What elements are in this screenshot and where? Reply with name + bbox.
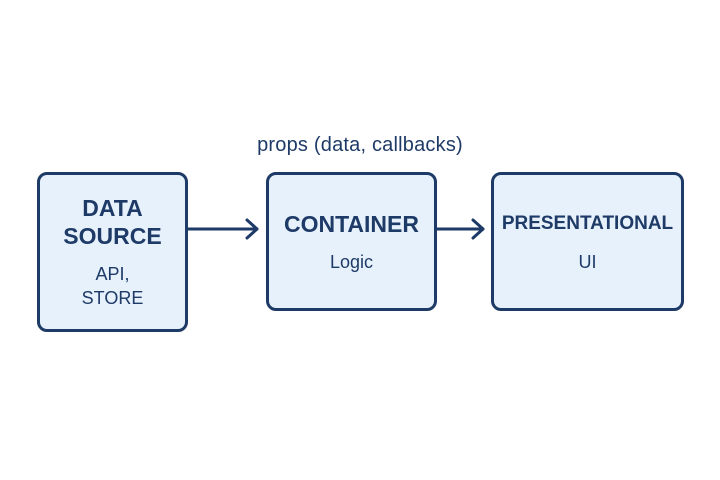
node-data-source-subtitle: API, STORE: [81, 264, 144, 308]
node-presentational: PRESENTATIONAL UI: [491, 172, 684, 311]
node-presentational-subtitle: UI: [578, 251, 597, 272]
arrow-container-to-presentational: [435, 218, 485, 240]
edge-label-props: props (data, callbacks): [257, 134, 463, 156]
node-presentational-title: PRESENTATIONAL: [501, 212, 674, 234]
node-container-title: CONTAINER: [283, 210, 419, 237]
node-data-source: DATA SOURCE API, STORE: [37, 172, 188, 332]
node-container: CONTAINER Logic: [266, 172, 437, 311]
node-data-source-title: DATA SOURCE: [63, 195, 162, 249]
arrow-source-to-container: [186, 218, 259, 240]
node-container-subtitle: Logic: [329, 251, 374, 272]
